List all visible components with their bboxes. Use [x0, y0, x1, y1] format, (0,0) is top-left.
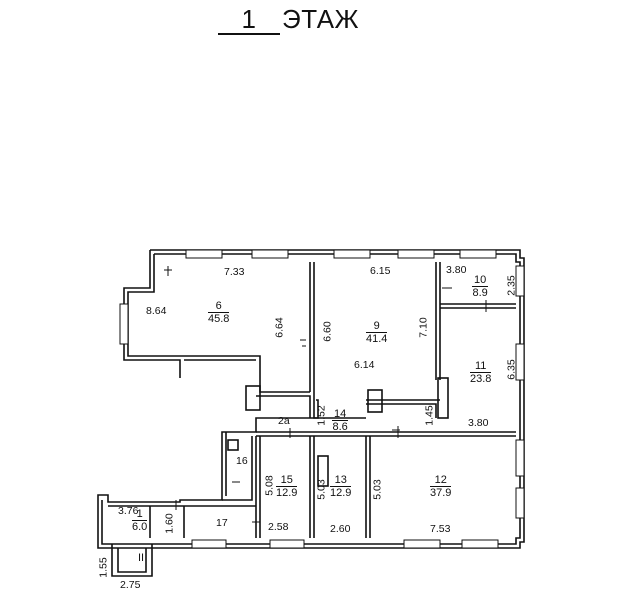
- wall-6-9: [309, 262, 315, 392]
- dim-6-35: 6.35: [505, 359, 518, 380]
- dim-6-14: 6.14: [354, 359, 375, 371]
- wall-corridor: [256, 392, 366, 419]
- dim-2-75: 2.75: [120, 579, 141, 591]
- wall-row2-top: [256, 431, 516, 437]
- dim-7-10: 7.10: [417, 317, 430, 338]
- dim-3-76: 3.76: [118, 505, 139, 517]
- dim-2-58: 2.58: [268, 521, 289, 533]
- dim-2-35: 2.35: [505, 275, 518, 296]
- wall-10-11: [440, 303, 516, 309]
- wall-9-10: [435, 262, 441, 380]
- room-16-label: 16: [236, 455, 248, 467]
- wall-1: [108, 505, 180, 538]
- dim-8-64: 8.64: [146, 305, 167, 317]
- dim-1-52: 1.52: [315, 405, 328, 426]
- wall-15-13: [309, 436, 315, 538]
- floor-number: 1: [218, 5, 280, 35]
- room-2a-label: 2а: [278, 415, 290, 427]
- dim-5-03-a: 5.03: [315, 479, 328, 500]
- dim-6-60: 6.60: [321, 321, 334, 342]
- wall-15-left: [255, 436, 261, 538]
- dim-2-60: 2.60: [330, 523, 351, 535]
- dim-7-53: 7.53: [430, 523, 451, 535]
- dim-1-60: 1.60: [163, 513, 176, 534]
- entry-II: [111, 544, 153, 577]
- floor-word: ЭТАЖ: [282, 4, 360, 34]
- wall-17: [180, 505, 256, 538]
- wall-14-12: [366, 399, 440, 418]
- wall-13-12: [365, 436, 371, 538]
- dim-7-33: 7.33: [224, 266, 245, 278]
- room-17-label: 17: [216, 517, 228, 529]
- dim-5-08: 5.08: [263, 475, 276, 496]
- entry-mark: II: [138, 552, 145, 564]
- dim-1-45: 1.45: [423, 405, 436, 426]
- outer-wall: [97, 249, 525, 549]
- wall-corridor-top: [184, 355, 310, 393]
- dim-1-55: 1.55: [97, 557, 110, 578]
- dim-3-80-top: 3.80: [446, 264, 467, 276]
- dim-6-64: 6.64: [273, 317, 286, 338]
- dim-6-15: 6.15: [370, 265, 391, 277]
- wall-16: [222, 432, 253, 501]
- dim-3-80-mid: 3.80: [468, 417, 489, 429]
- dim-5-03-b: 5.03: [371, 479, 384, 500]
